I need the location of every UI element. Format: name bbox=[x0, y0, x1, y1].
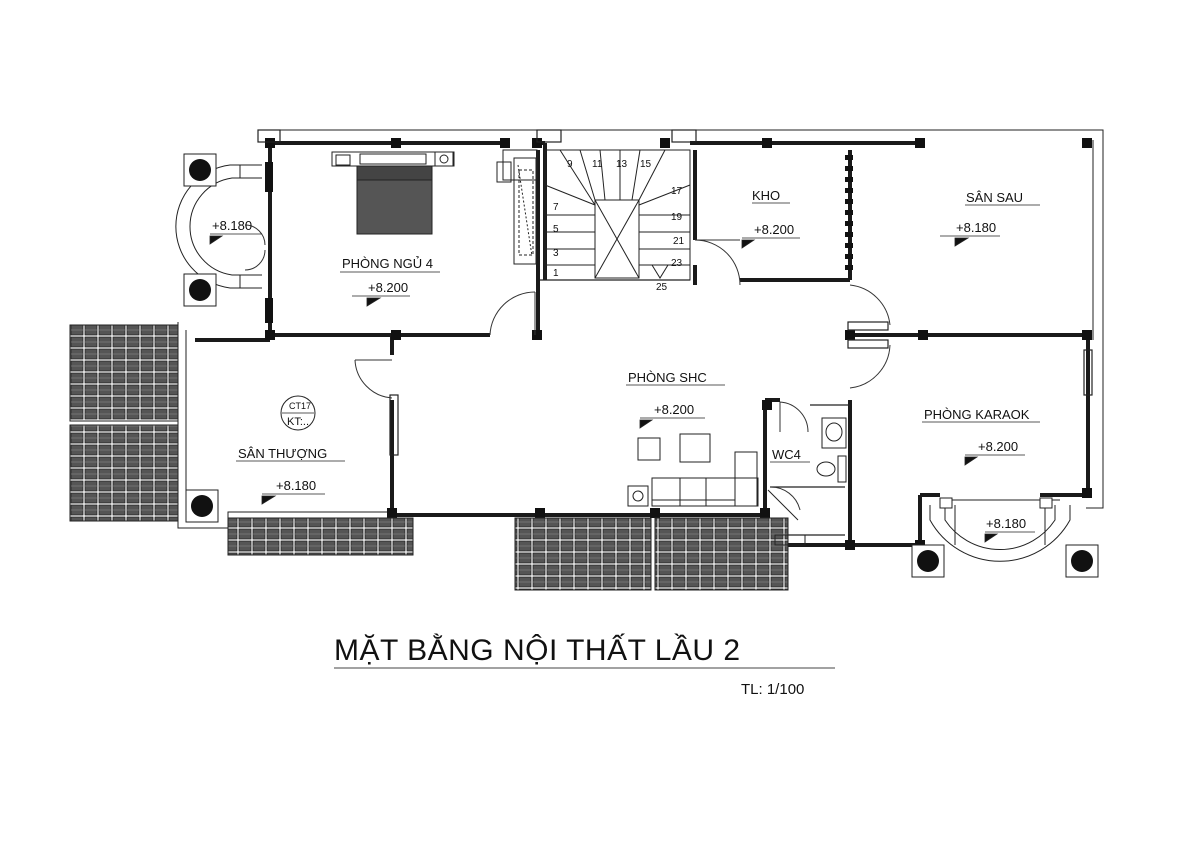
level-living: +8.200 bbox=[654, 402, 694, 417]
room-label-underlines bbox=[236, 202, 1040, 463]
planter-icons bbox=[183, 153, 1099, 578]
outer-boundary bbox=[177, 129, 1104, 529]
level-balcony-left: +8.180 bbox=[212, 218, 252, 233]
windows bbox=[257, 129, 1093, 456]
level-markers bbox=[209, 233, 1035, 543]
level-back-yard: +8.180 bbox=[956, 220, 996, 235]
room-label-terrace: SÂN THƯỢNG bbox=[238, 446, 327, 461]
room-label-karaoke: PHÒNG KARAOK bbox=[924, 407, 1030, 422]
level-bedroom: +8.200 bbox=[368, 280, 408, 295]
step-23: 23 bbox=[671, 258, 683, 269]
detail-tag: CT17 KT:.. bbox=[280, 395, 316, 431]
balcony-right bbox=[929, 497, 1071, 562]
room-label-living: PHÒNG SHC bbox=[628, 370, 707, 385]
stair-step-numbers: 1 3 5 7 9 11 13 15 17 19 21 23 25 bbox=[553, 159, 685, 293]
step-1: 1 bbox=[553, 268, 559, 279]
walls bbox=[195, 141, 1090, 547]
room-label-bedroom: PHÒNG NGỦ 4 bbox=[342, 256, 433, 271]
step-3: 3 bbox=[553, 248, 559, 259]
detail-tag-top: CT17 bbox=[289, 401, 311, 411]
drawing-title: MẶT BẰNG NỘI THẤT LẦU 2 bbox=[334, 633, 741, 667]
step-15: 15 bbox=[640, 159, 652, 170]
thin-walls bbox=[540, 279, 850, 536]
step-7: 7 bbox=[553, 202, 559, 213]
level-terrace: +8.180 bbox=[276, 478, 316, 493]
living-furniture bbox=[627, 433, 759, 507]
step-25: 25 bbox=[656, 282, 668, 293]
room-label-back-yard: SÂN SAU bbox=[966, 190, 1023, 205]
wc-fixtures bbox=[767, 417, 847, 546]
bedroom-furniture bbox=[331, 149, 538, 265]
staircase bbox=[544, 149, 691, 281]
roof-tiles bbox=[69, 324, 789, 591]
columns bbox=[265, 138, 1092, 550]
step-13: 13 bbox=[616, 159, 628, 170]
step-21: 21 bbox=[673, 236, 685, 247]
step-9: 9 bbox=[567, 159, 573, 170]
level-balcony-right: +8.180 bbox=[986, 516, 1026, 531]
drawing-scale: TL: 1/100 bbox=[741, 681, 804, 698]
room-label-storage: KHO bbox=[752, 188, 780, 203]
step-5: 5 bbox=[553, 224, 559, 235]
room-label-wc: WC4 bbox=[772, 447, 801, 462]
door-swings bbox=[244, 224, 891, 511]
step-11: 11 bbox=[592, 159, 603, 170]
detail-tag-bottom: KT:.. bbox=[287, 416, 309, 428]
storage-partition bbox=[845, 155, 853, 270]
step-17: 17 bbox=[671, 186, 683, 197]
level-storage: +8.200 bbox=[754, 222, 794, 237]
level-karaoke: +8.200 bbox=[978, 439, 1018, 454]
step-19: 19 bbox=[671, 212, 683, 223]
